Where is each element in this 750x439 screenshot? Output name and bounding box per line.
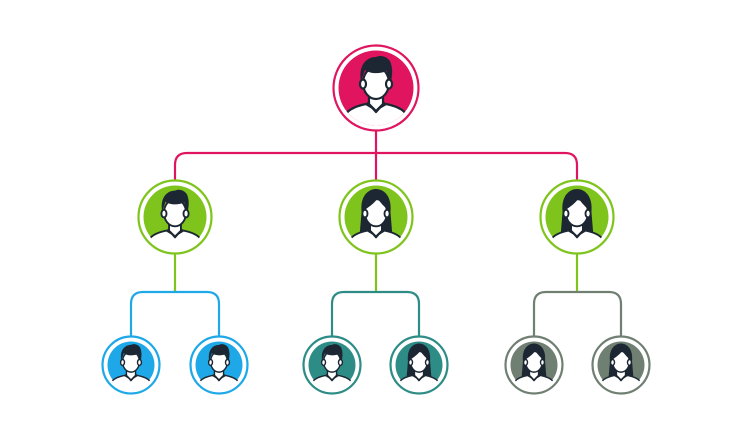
node-staff-1 (101, 335, 161, 395)
connector-mgr-3 (532, 251, 623, 337)
female-avatar-icon (346, 188, 406, 249)
connectors (129, 128, 623, 337)
node-staff-4 (389, 335, 449, 395)
female-avatar-icon (396, 343, 442, 390)
node-mgr-2 (338, 179, 414, 255)
connector-ceo (173, 128, 579, 181)
nodes (101, 44, 651, 395)
node-mgr-3 (539, 179, 615, 255)
node-mgr-1 (137, 179, 213, 255)
node-ceo (332, 44, 420, 132)
connector-bus-mgr-3 (532, 290, 623, 337)
node-staff-6 (591, 335, 651, 395)
node-staff-3 (302, 335, 362, 395)
connector-mgr-2 (330, 251, 421, 337)
connector-bus-mgr-2 (330, 290, 421, 337)
male-avatar-icon (145, 189, 205, 249)
connector-bus-mgr-1 (129, 290, 221, 337)
connector-mgr-1 (129, 251, 221, 337)
node-staff-5 (504, 335, 564, 395)
node-staff-2 (189, 335, 249, 395)
